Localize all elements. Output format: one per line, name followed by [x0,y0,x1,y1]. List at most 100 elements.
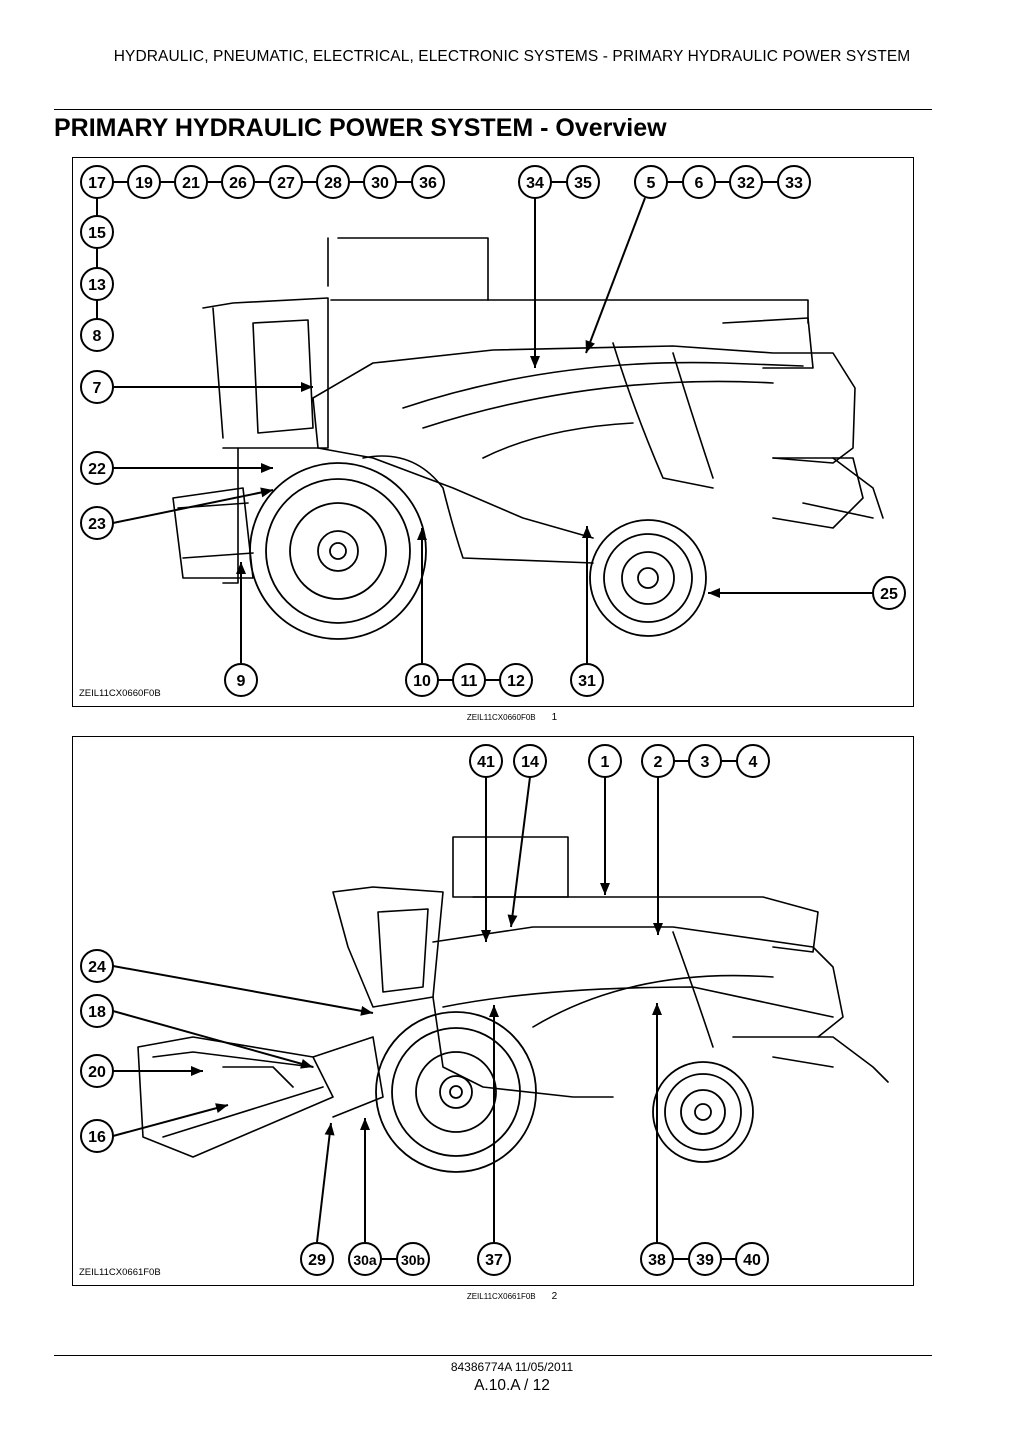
svg-text:34: 34 [526,175,544,192]
callout-31: 31 [570,663,604,697]
callout-22: 22 [80,451,114,485]
callout-40: 40 [735,1242,769,1276]
callout-12: 12 [499,663,533,697]
caption-code: ZEIL11CX0660F0B [466,713,536,722]
callout-4: 4 [736,744,770,778]
callout-29: 29 [300,1242,334,1276]
svg-text:25: 25 [880,586,898,603]
svg-text:17: 17 [88,175,106,192]
svg-text:16: 16 [88,1129,106,1146]
callout-30a: 30a [348,1242,382,1276]
svg-text:31: 31 [578,673,596,690]
callout-26: 26 [221,165,255,199]
callout-24: 24 [80,949,114,983]
callout-15: 15 [80,215,114,249]
svg-text:26: 26 [229,175,247,192]
figure-2-caption: ZEIL11CX0661F0B 2 [0,1291,1024,1302]
svg-text:27: 27 [277,175,295,192]
svg-text:22: 22 [88,461,106,478]
callout-35: 35 [566,165,600,199]
page-title: PRIMARY HYDRAULIC POWER SYSTEM - Overvie… [54,114,667,142]
callout-28: 28 [316,165,350,199]
svg-text:24: 24 [88,959,106,976]
callout-8: 8 [80,318,114,352]
svg-text:14: 14 [521,754,539,771]
callout-20: 20 [80,1054,114,1088]
callout-14: 14 [513,744,547,778]
svg-text:39: 39 [696,1252,714,1269]
callout-23: 23 [80,506,114,540]
callout-16: 16 [80,1119,114,1153]
callout-32: 32 [729,165,763,199]
svg-text:29: 29 [308,1252,326,1269]
callout-13: 13 [80,267,114,301]
svg-text:40: 40 [743,1252,761,1269]
callout-21: 21 [174,165,208,199]
svg-text:15: 15 [88,225,106,242]
svg-text:3: 3 [701,754,710,771]
svg-text:21: 21 [182,175,200,192]
callout-5: 5 [634,165,668,199]
figure-1-callouts: 17 19 21 26 27 28 30 36 34 35 5 6 32 33 15 13 8 7 22 23 25 9 1… [80,165,906,697]
callout-9: 9 [224,663,258,697]
callout-39: 39 [688,1242,722,1276]
title-rule [54,109,932,110]
svg-text:18: 18 [88,1004,106,1021]
svg-text:11: 11 [461,673,478,690]
callout-30: 30 [363,165,397,199]
callout-11: 11 [452,663,486,697]
callout-36: 36 [411,165,445,199]
caption-number: 2 [551,1291,558,1302]
callout-6: 6 [682,165,716,199]
section-header: HYDRAULIC, PNEUMATIC, ELECTRICAL, ELECTR… [113,48,911,65]
svg-text:30: 30 [371,175,389,192]
svg-text:33: 33 [785,175,803,192]
svg-text:10: 10 [413,673,431,690]
callout-17: 17 [80,165,114,199]
svg-text:13: 13 [88,277,106,294]
callout-18: 18 [80,994,114,1028]
figure-code: ZEIL11CX0660F0B [79,688,161,699]
figure-code: ZEIL11CX0661F0B [79,1267,161,1278]
figure-1: 17 19 21 26 27 28 30 36 34 35 5 6 32 33 15 13 8 7 22 23 25 9 1… [72,157,914,707]
svg-text:23: 23 [88,516,106,533]
callout-7: 7 [80,370,114,404]
svg-text:28: 28 [324,175,342,192]
figure-1-caption: ZEIL11CX0660F0B 1 [0,712,1024,723]
svg-text:20: 20 [88,1064,106,1081]
svg-text:30b: 30b [401,1252,425,1268]
callout-34: 34 [518,165,552,199]
svg-text:30a: 30a [353,1252,377,1268]
svg-text:8: 8 [93,328,102,345]
svg-text:36: 36 [419,175,437,192]
callout-25: 25 [872,576,906,610]
callout-38: 38 [640,1242,674,1276]
caption-code: ZEIL11CX0661F0B [466,1292,536,1301]
callout-41: 41 [469,744,503,778]
callout-2: 2 [641,744,675,778]
document-reference: 84386774A 11/05/2011 [450,1360,574,1374]
svg-text:37: 37 [485,1252,503,1269]
svg-text:2: 2 [654,754,663,771]
svg-text:35: 35 [574,175,592,192]
page-number: A.10.A / 12 [474,1377,550,1394]
svg-text:32: 32 [737,175,755,192]
svg-text:9: 9 [237,673,246,690]
callout-10: 10 [405,663,439,697]
svg-text:6: 6 [695,175,704,192]
combine-side-view-left: 17 19 21 26 27 28 30 36 34 35 5 6 32 33 15 13 8 7 22 23 25 9 1… [80,165,906,697]
svg-text:19: 19 [135,175,153,192]
footer-rule [54,1355,932,1356]
svg-text:12: 12 [507,673,525,690]
callout-3: 3 [688,744,722,778]
svg-text:5: 5 [647,175,656,192]
callout-19: 19 [127,165,161,199]
svg-text:41: 41 [477,754,495,771]
caption-number: 1 [551,712,558,723]
callout-37: 37 [477,1242,511,1276]
callout-30b: 30b [396,1242,430,1276]
callout-33: 33 [777,165,811,199]
